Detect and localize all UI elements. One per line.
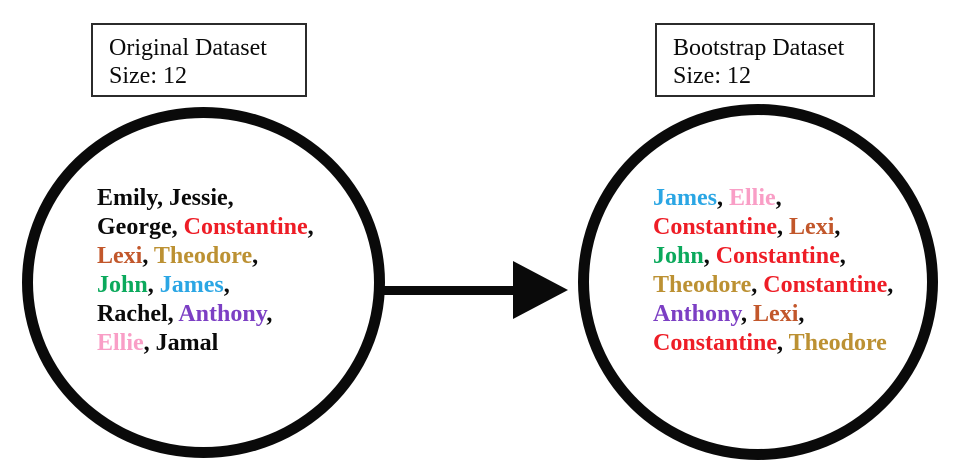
name-line: Rachel, Anthony, [97, 300, 314, 329]
original-dataset-size: Size: 12 [109, 63, 187, 89]
name-segment: Emily, Jessie, [97, 185, 234, 211]
bootstrap-dataset-size: Size: 12 [673, 63, 751, 89]
name-segment: , [741, 301, 754, 327]
name-segment: Ellie [97, 330, 144, 356]
name-segment: Theodore [153, 243, 253, 269]
name-segment: , [703, 243, 716, 269]
name-segment: Ellie [728, 185, 776, 211]
bootstrap-dataset-names: James, Ellie,Constantine, Lexi,John, Con… [653, 184, 893, 358]
name-segment: George, [97, 214, 184, 240]
name-segment: , [751, 272, 764, 298]
name-segment: , [252, 243, 259, 269]
name-segment: Constantine [715, 243, 840, 269]
name-line: George, Constantine, [97, 213, 314, 242]
name-segment: Rachel, [97, 301, 179, 327]
name-segment: , [147, 272, 160, 298]
arrow-right-icon [382, 261, 568, 319]
name-line: John, Constantine, [653, 242, 893, 271]
name-segment: Theodore [653, 272, 752, 298]
bootstrap-dataset-circle [578, 104, 938, 460]
name-segment: Lexi [97, 243, 143, 269]
name-segment: John [97, 272, 148, 298]
name-segment: , Jamal [143, 330, 219, 356]
bootstrap-dataset-title: Bootstrap Dataset [673, 35, 845, 61]
name-segment: , [307, 214, 314, 240]
name-segment: , [777, 330, 789, 356]
name-segment: , [142, 243, 154, 269]
name-line: Constantine, Theodore [653, 329, 893, 358]
name-line: Theodore, Constantine, [653, 271, 893, 300]
name-segment: Anthony [178, 301, 267, 327]
name-segment: Constantine [763, 272, 888, 298]
name-segment: John [653, 243, 704, 269]
name-segment: Lexi [789, 214, 835, 240]
arrow-shaft [382, 286, 518, 295]
name-line: James, Ellie, [653, 184, 893, 213]
name-segment: , [798, 301, 805, 327]
name-line: Anthony, Lexi, [653, 300, 893, 329]
name-line: Lexi, Theodore, [97, 242, 314, 271]
name-segment: James [159, 272, 224, 298]
name-line: Constantine, Lexi, [653, 213, 893, 242]
name-segment: Constantine [653, 330, 778, 356]
name-segment: , [716, 185, 729, 211]
name-segment: Lexi [753, 301, 799, 327]
name-segment: , [839, 243, 846, 269]
name-segment: , [834, 214, 841, 240]
name-line: Ellie, Jamal [97, 329, 314, 358]
name-segment: James [653, 185, 717, 211]
name-segment: Anthony [653, 301, 742, 327]
original-dataset-circle [22, 107, 385, 458]
arrow-head [513, 261, 568, 319]
name-segment: , [266, 301, 273, 327]
name-segment: Theodore [788, 330, 887, 356]
name-segment: Constantine [183, 214, 308, 240]
name-segment: , [223, 272, 230, 298]
name-segment: , [775, 185, 782, 211]
original-dataset-label-box: Original Dataset Size: 12 [91, 23, 307, 97]
original-dataset-title: Original Dataset [109, 35, 267, 61]
name-segment: Constantine [653, 214, 778, 240]
name-segment: , [777, 214, 790, 240]
name-line: Emily, Jessie, [97, 184, 314, 213]
bootstrap-dataset-label-box: Bootstrap Dataset Size: 12 [655, 23, 875, 97]
name-segment: , [887, 272, 894, 298]
original-dataset-names: Emily, Jessie,George, Constantine,Lexi, … [97, 184, 314, 358]
name-line: John, James, [97, 271, 314, 300]
